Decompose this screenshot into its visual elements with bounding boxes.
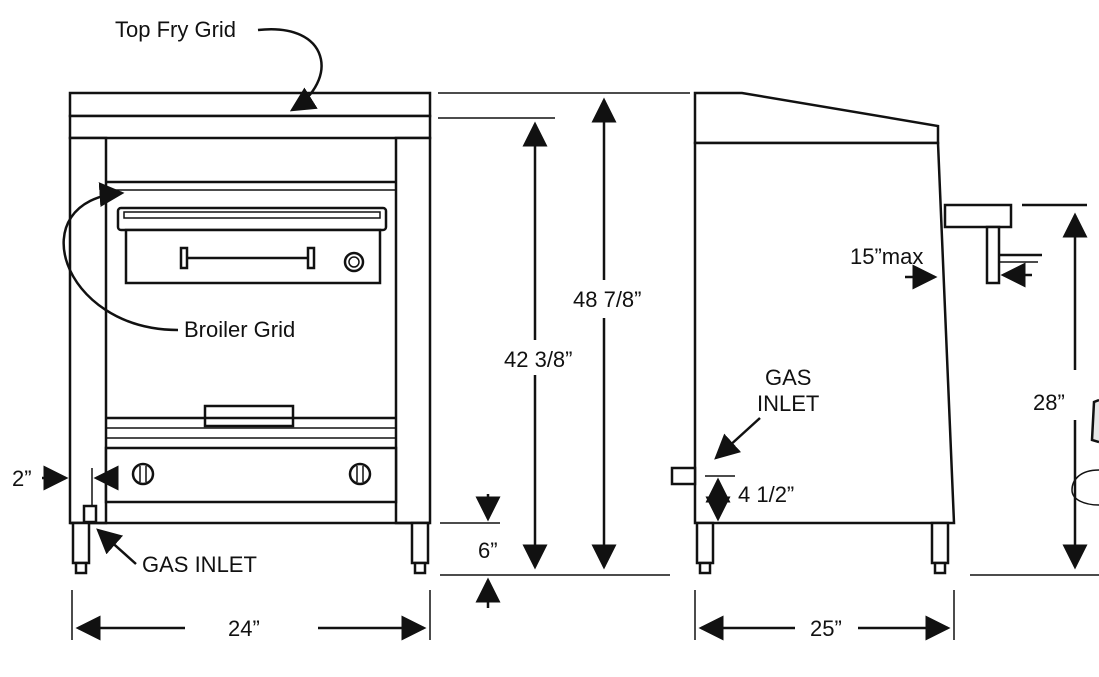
width-label: 24” bbox=[228, 616, 260, 641]
gas-inlet-side-label-1: GAS bbox=[765, 365, 811, 390]
top-fry-grid-label: Top Fry Grid bbox=[115, 17, 236, 42]
broiler-drawer bbox=[124, 228, 382, 285]
gas-inlet-stub-front bbox=[82, 504, 98, 524]
handle-post-right bbox=[306, 246, 316, 270]
top-fry-grid-leader bbox=[257, 28, 323, 112]
side-leg-left bbox=[695, 521, 715, 565]
max-15-label: 15”max bbox=[850, 244, 923, 269]
counter-bracket bbox=[985, 225, 1001, 285]
broiler-grid-label: Broiler Grid bbox=[184, 317, 295, 342]
burner-handle bbox=[203, 404, 295, 428]
broiler-grid-lip bbox=[123, 211, 381, 219]
gas-inlet-side-label-2: INLET bbox=[757, 391, 819, 416]
gas-inlet-front-leader bbox=[96, 528, 137, 565]
broiler-grid-leader bbox=[62, 182, 179, 332]
control-knob-left bbox=[131, 462, 155, 486]
side-top-hood bbox=[693, 91, 940, 145]
handle-post-left bbox=[179, 246, 189, 270]
counter-shelf bbox=[943, 203, 1013, 229]
front-leg-left bbox=[71, 521, 91, 565]
side-leg-right bbox=[930, 521, 950, 565]
inlet-offset-label: 2” bbox=[12, 466, 32, 491]
gas-inlet-stub-side bbox=[670, 466, 697, 486]
side-body bbox=[693, 141, 956, 525]
right-post bbox=[394, 136, 432, 525]
inlet-height-label: 4 1/2” bbox=[738, 482, 794, 507]
cropped-object-edge bbox=[1090, 398, 1099, 444]
front-leg-right bbox=[410, 521, 430, 565]
counter-height-label: 28” bbox=[1033, 390, 1065, 415]
control-panel bbox=[104, 446, 398, 504]
height-total-label: 48 7/8” bbox=[573, 287, 642, 312]
top-fry-grid-slab bbox=[68, 91, 432, 118]
front-view bbox=[68, 91, 432, 575]
front-foot-left bbox=[74, 561, 88, 575]
height-body-label: 42 3/8” bbox=[504, 347, 573, 372]
cropped-object-curve bbox=[1071, 469, 1099, 506]
depth-label: 25” bbox=[810, 616, 842, 641]
drawer-knob bbox=[343, 251, 365, 273]
top-frame bbox=[68, 114, 432, 140]
side-foot-right bbox=[933, 561, 947, 575]
leg-height-label: 6” bbox=[478, 538, 498, 563]
gas-inlet-front-label: GAS INLET bbox=[142, 552, 257, 577]
control-knob-right bbox=[348, 462, 372, 486]
front-foot-right bbox=[413, 561, 427, 575]
side-foot-left bbox=[698, 561, 712, 575]
side-view bbox=[670, 91, 1042, 575]
drawer-knob-inner bbox=[348, 256, 360, 268]
gas-inlet-side-leader bbox=[714, 417, 761, 460]
